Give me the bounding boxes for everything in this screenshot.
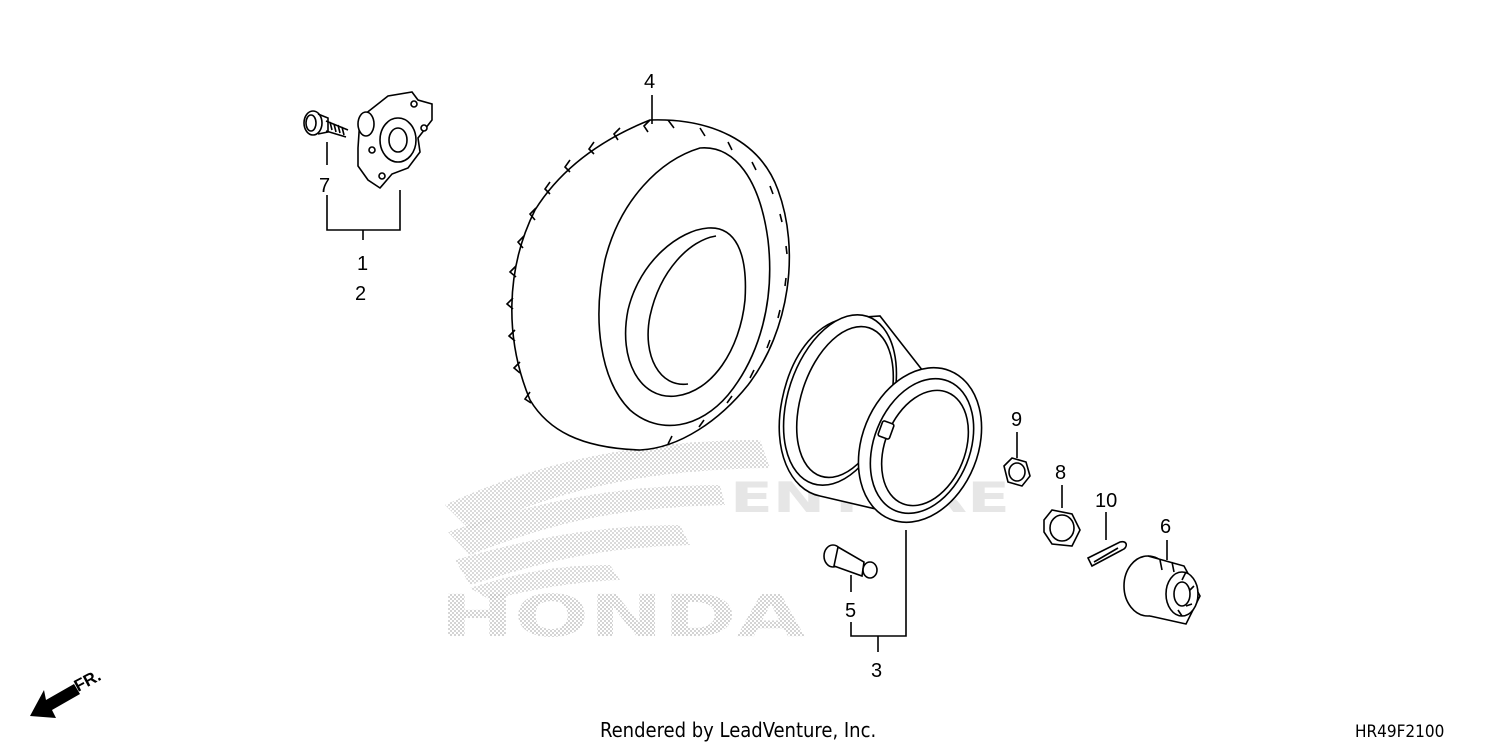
callout-2: 2	[355, 283, 366, 305]
callout-3: 3	[871, 660, 882, 682]
valve-stem-part	[823, 544, 878, 579]
honda-brand-watermark: HONDA	[440, 582, 805, 650]
callout-7: 7	[319, 175, 330, 197]
diagram-code: HR49F2100	[1355, 722, 1445, 742]
render-credit: Rendered by LeadVenture, Inc.	[600, 718, 877, 742]
front-arrow-icon	[30, 684, 80, 718]
nut-part	[1003, 457, 1031, 487]
callout-5: 5	[845, 600, 856, 622]
hub-bolt-part	[303, 110, 349, 138]
callout-8: 8	[1055, 462, 1066, 484]
leader-lines	[326, 95, 1168, 652]
tire-part	[505, 119, 791, 451]
callout-10: 10	[1095, 490, 1117, 512]
honda-wing-watermark	[445, 440, 770, 600]
hub-cap-part	[1123, 555, 1201, 625]
callout-4: 4	[644, 71, 655, 93]
wheel-hub-part	[357, 91, 433, 190]
wheel-rim-part	[778, 313, 983, 524]
callout-6: 6	[1160, 516, 1171, 538]
cotter-pin-part	[1086, 540, 1128, 568]
castle-nut-part	[1043, 509, 1081, 547]
callout-9: 9	[1011, 409, 1022, 431]
callout-1: 1	[357, 253, 368, 275]
